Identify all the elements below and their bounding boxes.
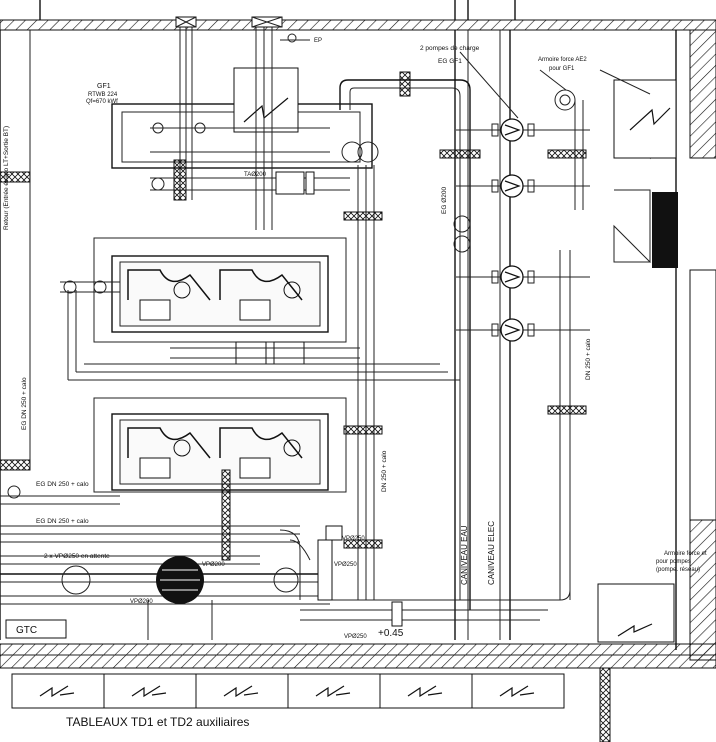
gf1-chiller-unit: GF1 RTWB 224 Qf=670 kWf xyxy=(86,67,379,169)
vp250-mid-label: VPØ250 xyxy=(334,562,357,568)
pompes-charge-label: 2 pompes de charge xyxy=(420,45,480,52)
level-label: +0.45 xyxy=(378,628,404,639)
main-pipe-network xyxy=(300,71,590,627)
gf1-model-label: RTWB 224 xyxy=(88,92,118,98)
chiller-group-2 xyxy=(93,397,347,561)
gtc-cabinet: GTC xyxy=(5,619,67,639)
eg-dn250-h1-label: EG DN 250 + calo xyxy=(36,481,89,488)
eg200-label: EG Ø200 xyxy=(441,187,448,214)
armoire-right-label-2: pour pompes xyxy=(656,559,691,565)
caniveau-eau-label: CANIVEAU EAU xyxy=(460,525,469,585)
caniveau-elec-label: CANIVEAU ELEC xyxy=(487,521,496,585)
left-pipe-loops xyxy=(0,171,460,600)
annotation-labels: 2 pompes de charge EG GF1 Retour (Entrée… xyxy=(3,45,592,640)
tableaux-label: TABLEAUX TD1 et TD2 auxiliaires xyxy=(66,715,249,729)
ta200-label: TAØ200 xyxy=(244,172,267,178)
chiller-group-1 xyxy=(60,237,360,365)
eg-dn250-h2-label: EG DN 250 + calo xyxy=(36,518,89,525)
gtc-label: GTC xyxy=(16,625,37,636)
armoire-pompes-right: Armoire force et pour pompes (pompe. rés… xyxy=(597,551,707,643)
armoire-ae2-label-1: Armoire force AE2 xyxy=(538,57,587,63)
gf1-label: GF1 xyxy=(97,83,111,90)
eg-dn250-vertical-label: EG DN 250 + calo xyxy=(21,377,28,430)
armoire-ae2: Armoire force AE2 pour GF1 xyxy=(538,57,677,159)
armoire-ae2-label-2: pour GF1 xyxy=(549,66,575,72)
gf1-power-label: Qf=670 kWf xyxy=(86,99,118,105)
dn250-right-label: DN 250 + calo xyxy=(585,338,592,380)
tableaux-row: TABLEAUX TD1 et TD2 auxiliaires xyxy=(11,673,565,729)
vp200-a-label: VPØ200 xyxy=(202,562,225,568)
eg-gf1-label: EG GF1 xyxy=(438,58,462,65)
vp250-bottom-label: VPØ250 xyxy=(344,634,367,640)
en-attente-label: 2 x VPØ250 en attente xyxy=(44,553,110,560)
vp200-b-label: VPØ200 xyxy=(130,599,153,605)
ep-label: EP xyxy=(314,38,322,44)
vp-pipes-bottom xyxy=(0,525,343,640)
armoire-right-label-3: (pompe. réseau) xyxy=(656,567,700,573)
ta200-line: TAØ200 xyxy=(150,171,350,195)
retour-label: Retour (Entrée évapo LT+Sortie BT) xyxy=(3,126,10,230)
vp250-top-label: VPØ250 xyxy=(342,536,365,542)
armoire-right-label-1: Armoire force et xyxy=(664,551,707,557)
dn250-mid-label: DN 250 + calo xyxy=(381,450,388,492)
